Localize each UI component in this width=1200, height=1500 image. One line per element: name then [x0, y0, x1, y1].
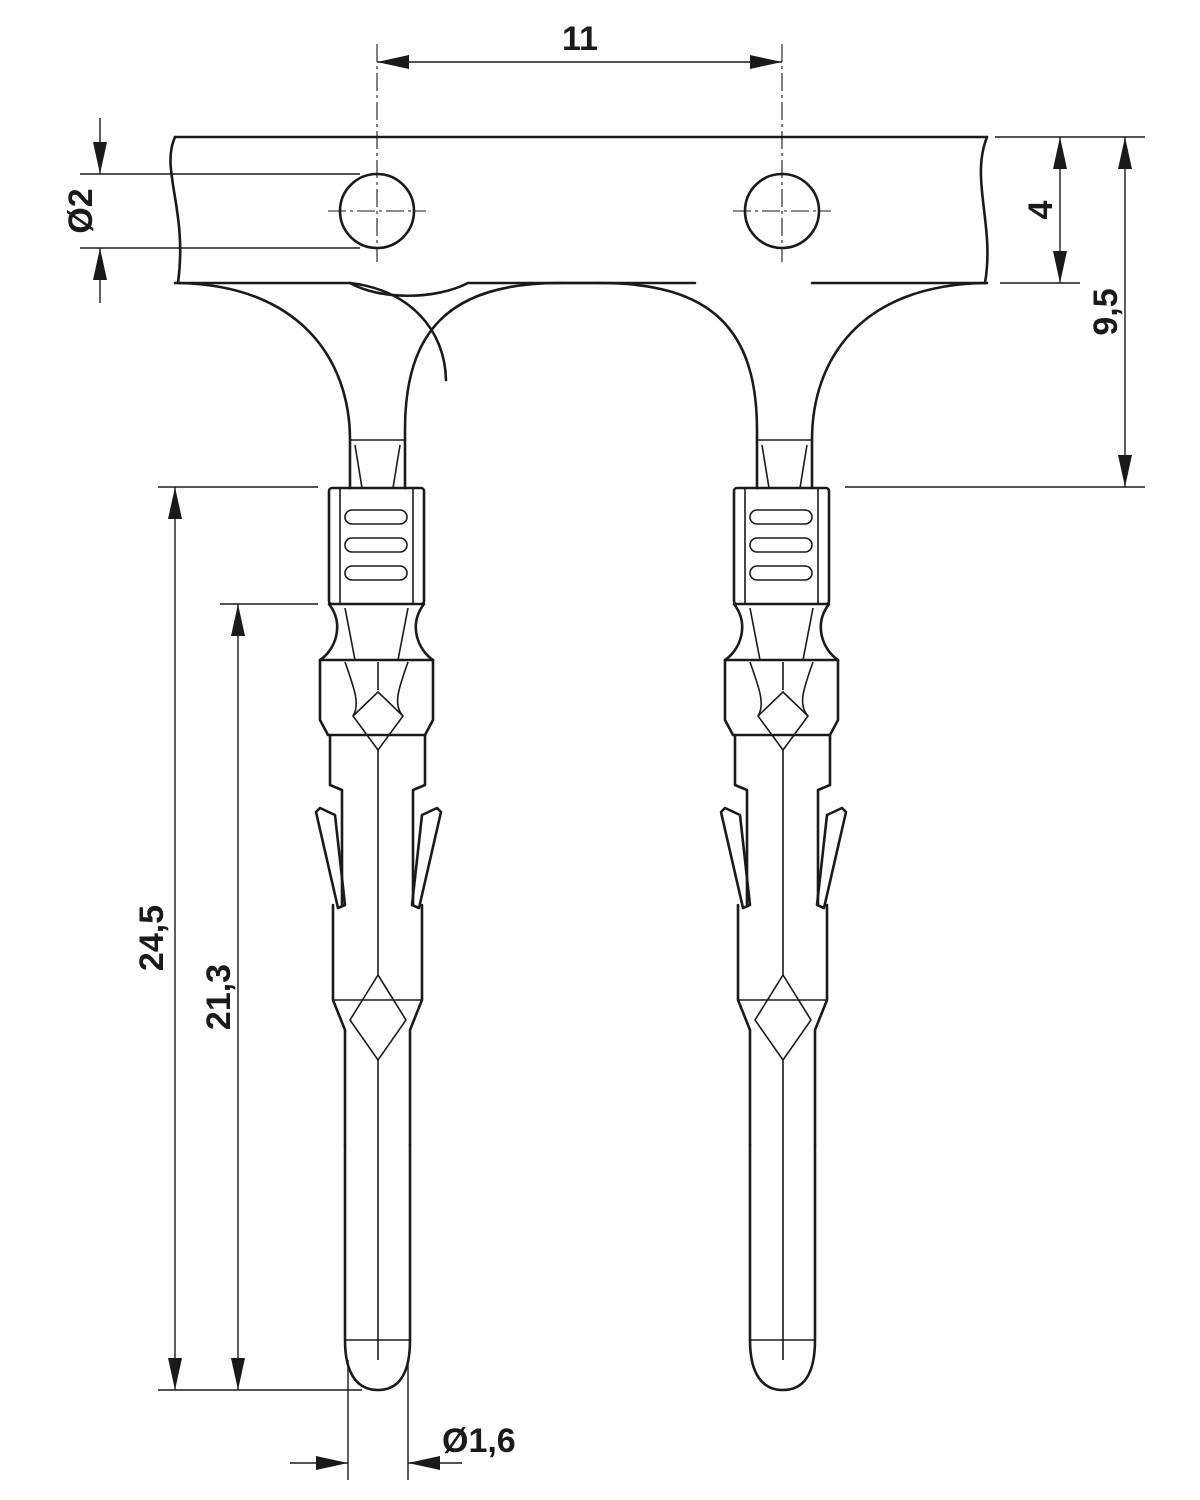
carrier-strip	[169, 135, 989, 382]
dimension-pin-diameter: Ø1,6	[290, 1360, 516, 1480]
dimension-overall-length: 24,5	[133, 486, 362, 1391]
contact-pin-left	[314, 486, 443, 1392]
contact-web-right	[558, 281, 987, 490]
dimension-carrier-height: 9,5	[845, 136, 1145, 488]
dimension-overall-length-label: 24,5	[133, 905, 171, 971]
dimension-pitch: 11	[377, 20, 782, 69]
dimension-pin-length: 21,3	[200, 603, 318, 1390]
dimension-hole-diameter: Ø2	[62, 118, 360, 303]
contact-web-left	[176, 281, 562, 490]
dimension-strip-width: 4	[995, 136, 1080, 284]
contact-pin-right	[719, 486, 848, 1392]
dimension-pin-diameter-label: Ø1,6	[442, 1422, 516, 1460]
dimension-hole-diameter-label: Ø2	[62, 188, 100, 233]
dimension-strip-width-label: 4	[1022, 200, 1060, 219]
dimension-pin-length-label: 21,3	[200, 964, 238, 1030]
dimension-pitch-label: 11	[562, 20, 598, 58]
dimension-carrier-height-label: 9,5	[1087, 288, 1125, 335]
